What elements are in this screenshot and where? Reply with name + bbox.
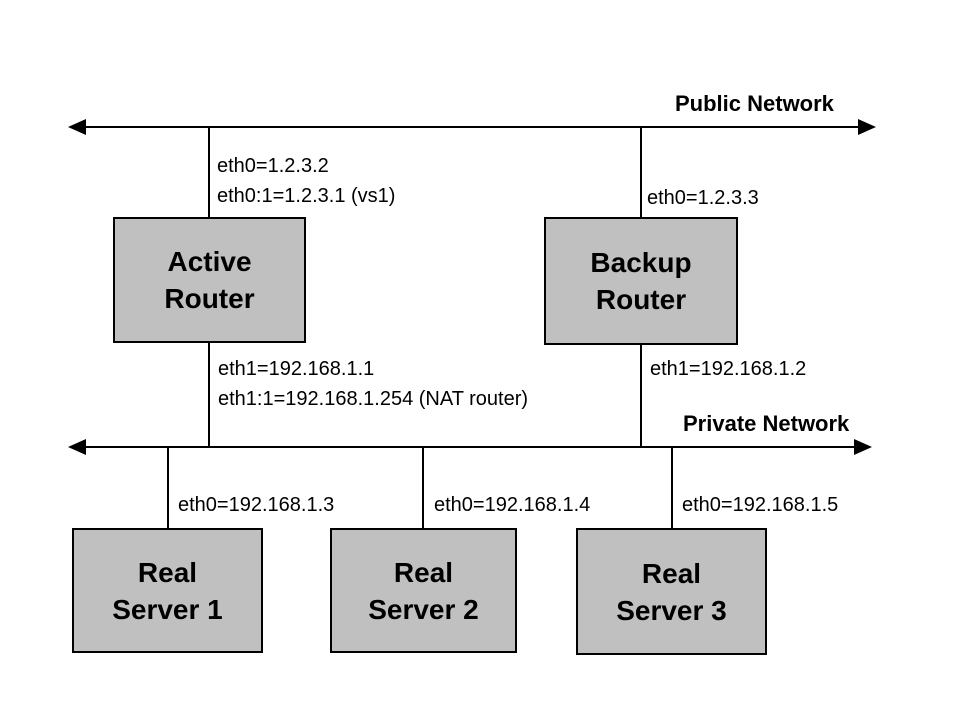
- private-network-line: [76, 446, 862, 448]
- connector-real-server-3: [671, 447, 673, 528]
- connector-backup-router-public: [640, 127, 642, 217]
- private-network-arrow-left-icon: [68, 439, 86, 455]
- node-real-server-1: Real Server 1: [72, 528, 263, 653]
- public-network-label: Public Network: [675, 91, 834, 116]
- iface-label-active-router-public: eth0=1.2.3.2 eth0:1=1.2.3.1 (vs1): [217, 155, 396, 207]
- node-real-server-1-label: Real Server 1: [112, 556, 223, 625]
- node-active-router: Active Router: [113, 217, 306, 343]
- connector-active-router-private: [208, 341, 210, 447]
- node-real-server-2: Real Server 2: [330, 528, 517, 653]
- iface-label-backup-router-private: eth1=192.168.1.2: [650, 358, 807, 380]
- iface-label-active-router-private: eth1=192.168.1.1 eth1:1=192.168.1.254 (N…: [218, 358, 529, 410]
- iface-label-real-server-2: eth0=192.168.1.4: [434, 494, 591, 516]
- private-network-label: Private Network: [683, 411, 850, 436]
- iface-label-backup-router-public: eth0=1.2.3.3: [647, 187, 759, 209]
- connector-backup-router-private: [640, 343, 642, 447]
- connector-real-server-2: [422, 447, 424, 528]
- public-network-arrow-right-icon: [858, 119, 876, 135]
- iface-label-real-server-3: eth0=192.168.1.5: [682, 494, 839, 516]
- node-real-server-3: Real Server 3: [576, 528, 767, 655]
- public-network-arrow-left-icon: [68, 119, 86, 135]
- node-real-server-3-label: Real Server 3: [616, 557, 727, 626]
- private-network-arrow-right-icon: [854, 439, 872, 455]
- connector-real-server-1: [167, 447, 169, 528]
- iface-label-real-server-1: eth0=192.168.1.3: [178, 494, 335, 516]
- node-backup-router-label: Backup Router: [590, 247, 692, 315]
- node-backup-router: Backup Router: [544, 217, 738, 345]
- node-active-router-label: Active Router: [164, 246, 255, 314]
- connector-active-router-public: [208, 127, 210, 217]
- node-real-server-2-label: Real Server 2: [368, 556, 479, 625]
- public-network-line: [76, 126, 866, 128]
